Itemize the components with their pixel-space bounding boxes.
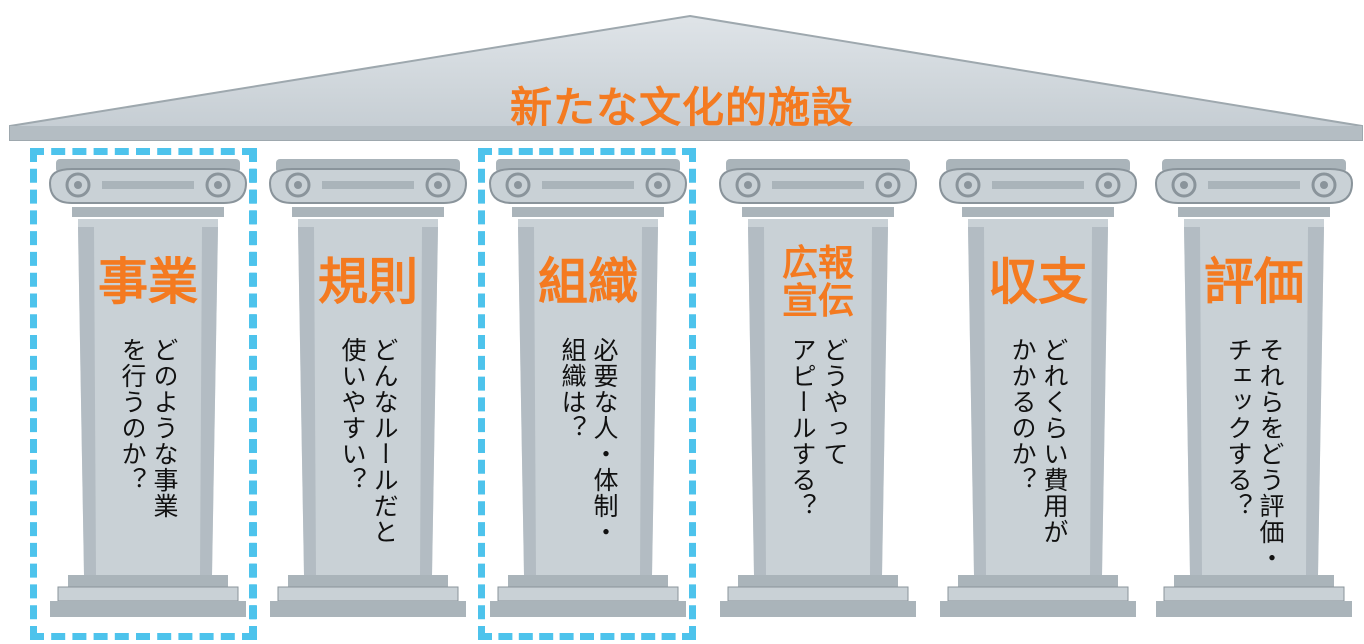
pillar-question-text: どんなルールだと 使いやすい？ (338, 337, 399, 545)
highlight-box-3 (478, 148, 696, 640)
pillar-shape (1154, 159, 1354, 617)
pillar-shape (48, 159, 248, 617)
roof (9, 14, 1363, 141)
roof-title: 新たな文化的施設 (509, 83, 854, 132)
pillar-question-text: 必要な人・体制・ 組織は？ (558, 337, 619, 545)
pillar-question-text: どれくらい費用が かかるのか？ (1008, 337, 1069, 545)
pillar-shape (718, 159, 918, 617)
pillar-3: 組織必要な人・体制・ 組織は？ (482, 155, 694, 635)
pillar-5: 収支どれくらい費用が かかるのか？ (932, 155, 1144, 635)
pillar-shape (488, 159, 688, 617)
pillar-shape (268, 159, 468, 617)
pillar-question: どうやって アピールする？ (712, 337, 924, 607)
pillar-question-text: それらをどう評価・ チェックする？ (1224, 337, 1285, 571)
pillar-1: 事業どのような事業 を行うのか？ (42, 155, 254, 635)
pillar-question-text: どうやって アピールする？ (788, 337, 849, 519)
pillar-question: それらをどう評価・ チェックする？ (1148, 337, 1360, 607)
pillar-title: 規則 (318, 253, 418, 311)
highlight-box-1 (30, 148, 256, 640)
pillar-question: どんなルールだと 使いやすい？ (262, 337, 474, 607)
pillar-2: 規則どんなルールだと 使いやすい？ (262, 155, 474, 635)
pillar-title: 収支 (988, 253, 1088, 311)
pillar-title: 組織 (538, 253, 638, 311)
pillar-title: 評価 (1204, 253, 1304, 311)
pillar-question: 必要な人・体制・ 組織は？ (482, 337, 694, 607)
pillar-6: 評価それらをどう評価・ チェックする？ (1148, 155, 1360, 635)
pillar-question: どれくらい費用が かかるのか？ (932, 337, 1144, 607)
pillar-4: 広報 宣伝どうやって アピールする？ (712, 155, 924, 635)
pillar-question-text: どのような事業 を行うのか？ (118, 337, 179, 519)
pillar-shape (938, 159, 1138, 617)
highlight-box-2 (250, 148, 257, 640)
pillar-question: どのような事業 を行うのか？ (42, 337, 254, 607)
pillar-title: 事業 (98, 253, 198, 311)
pillar-title: 広報 宣伝 (781, 243, 854, 322)
